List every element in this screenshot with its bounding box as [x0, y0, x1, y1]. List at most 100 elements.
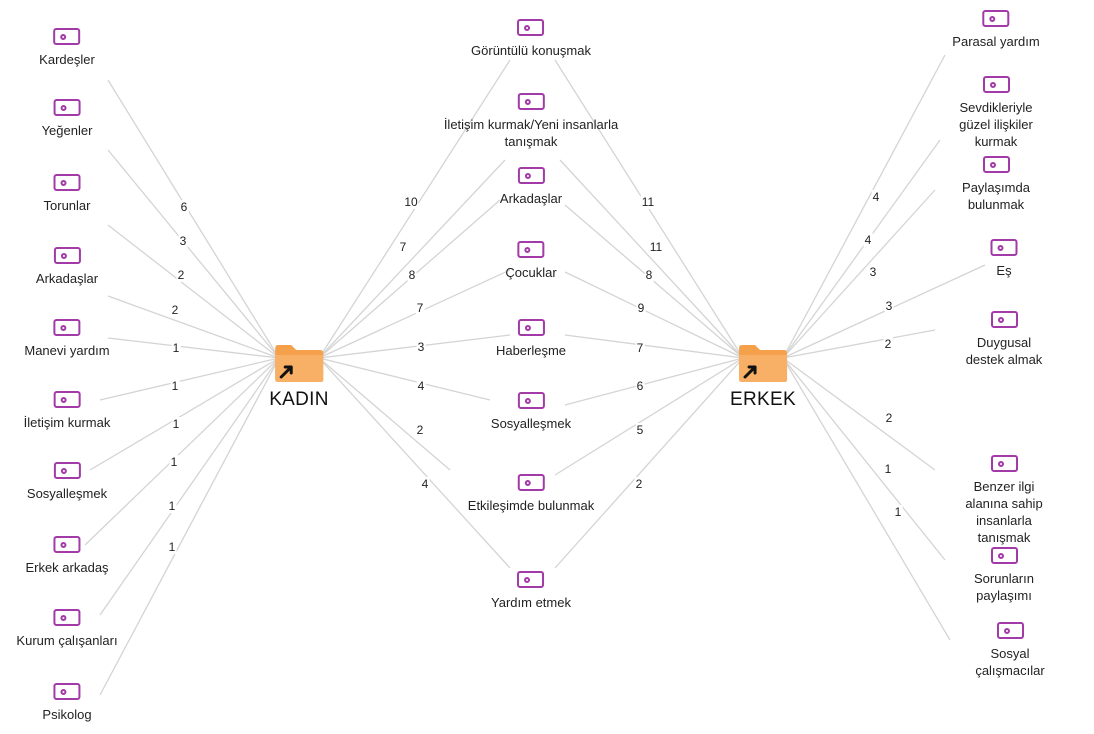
edge-weight-kadin-left: 1 [171, 341, 181, 355]
code-icon [517, 93, 545, 110]
code-node-left-0[interactable]: Kardeşler [39, 28, 95, 68]
code-label: Sosyal çalışmacılar [975, 646, 1045, 678]
code-icon [990, 311, 1018, 328]
edge-weight-kadin-left: 3 [178, 234, 188, 248]
code-icon [517, 571, 545, 588]
edge-erkek-center-1 [559, 159, 744, 359]
edge-kadin-left-5 [99, 357, 280, 401]
code-label: Duygusal destek almak [965, 335, 1043, 367]
edge-weight-kadin-left: 1 [170, 379, 180, 393]
edge-weight-erkek-right: 4 [863, 233, 873, 247]
edge-kadin-left-9 [99, 357, 280, 696]
code-label: Sosyalleşmek [26, 486, 108, 501]
edge-kadin-left-7 [84, 357, 280, 546]
code-node-center-5[interactable]: Sosyalleşmek [491, 392, 571, 432]
code-node-left-4[interactable]: Manevi yardım [24, 319, 110, 359]
code-label: Çocuklar [505, 265, 557, 280]
code-icon [53, 609, 81, 626]
edge-weight-kadin-center: 7 [415, 301, 425, 315]
edge-kadin-left-4 [107, 337, 280, 359]
edge-erkek-center-4 [564, 334, 744, 359]
code-node-right-0[interactable]: Parasal yardım [952, 10, 1040, 50]
code-icon [982, 76, 1010, 93]
edge-weight-erkek-center: 7 [635, 341, 645, 355]
edge-erkek-center-7 [554, 357, 744, 569]
code-node-left-6[interactable]: Sosyalleşmek [27, 462, 107, 502]
edge-weight-kadin-left: 1 [171, 417, 181, 431]
edge-erkek-right-6 [782, 357, 946, 561]
code-node-left-7[interactable]: Erkek arkadaş [25, 536, 109, 576]
code-node-center-6[interactable]: Etkileşimde bulunmak [468, 474, 594, 514]
code-node-left-9[interactable]: Psikolog [42, 683, 92, 723]
edge-kadin-left-8 [99, 357, 280, 616]
edge-erkek-right-0 [782, 54, 946, 359]
code-node-center-4[interactable]: Haberleşme [496, 319, 566, 359]
edge-weight-kadin-center: 4 [420, 477, 430, 491]
edge-weight-kadin-left: 1 [167, 499, 177, 513]
code-label: Eş [996, 263, 1012, 278]
code-node-right-6[interactable]: Sorunların paylaşımı [959, 547, 1049, 604]
code-node-left-5[interactable]: İletişim kurmak [24, 391, 110, 431]
edge-weight-erkek-center: 9 [636, 301, 646, 315]
edge-weight-erkek-right: 3 [884, 299, 894, 313]
code-node-right-7[interactable]: Sosyal çalışmacılar [968, 622, 1052, 679]
code-node-left-1[interactable]: Yeğenler [42, 99, 92, 139]
hub-erkek[interactable]: ERKEK [730, 343, 796, 411]
code-node-left-3[interactable]: Arkadaşlar [36, 247, 98, 287]
code-icon [53, 462, 81, 479]
code-label: Yardım etmek [491, 595, 571, 610]
edge-weight-kadin-center: 4 [416, 379, 426, 393]
code-node-center-7[interactable]: Yardım etmek [491, 571, 571, 611]
code-node-left-8[interactable]: Kurum çalışanları [16, 609, 118, 649]
code-icon [517, 474, 545, 491]
code-node-center-2[interactable]: Arkadaşlar [500, 167, 562, 207]
folder-shortcut-icon [274, 345, 323, 382]
code-node-center-3[interactable]: Çocuklar [505, 241, 557, 281]
edge-erkek-right-2 [782, 189, 936, 359]
edge-weight-kadin-center: 7 [398, 240, 408, 254]
edge-weight-kadin-left: 1 [167, 540, 177, 554]
edge-erkek-center-6 [554, 357, 744, 476]
edge-erkek-center-5 [564, 357, 744, 406]
code-label: Sorunların paylaşımı [974, 571, 1034, 603]
code-node-right-1[interactable]: Sevdikleriyle güzel ilişkiler kurmak [947, 76, 1045, 150]
code-label: Torunlar [43, 198, 91, 213]
edge-kadin-left-6 [89, 357, 280, 471]
code-icon [990, 239, 1018, 256]
code-node-center-1[interactable]: İletişim kurmak/Yeni insanlarla tanışmak [444, 93, 618, 150]
code-icon [990, 547, 1018, 564]
code-icon [53, 536, 81, 553]
edge-erkek-right-5 [782, 357, 936, 471]
edge-kadin-left-3 [107, 295, 280, 359]
code-label: Paylaşımda bulunmak [962, 180, 1030, 212]
edge-weight-erkek-right: 1 [883, 462, 893, 476]
edge-kadin-center-0 [318, 59, 511, 359]
code-icon [517, 319, 545, 336]
code-node-right-3[interactable]: Eş [990, 239, 1018, 279]
code-icon [982, 156, 1010, 173]
edge-erkek-right-3 [782, 264, 986, 359]
code-node-center-0[interactable]: Görüntülü konuşmak [471, 19, 591, 59]
code-icon [53, 683, 81, 700]
edge-weight-kadin-left: 2 [170, 303, 180, 317]
code-node-right-5[interactable]: Benzer ilgi alanına sahip insanlarla tan… [959, 455, 1049, 546]
hub-kadin[interactable]: KADIN [269, 343, 329, 411]
code-label: Görüntülü konuşmak [471, 43, 591, 58]
code-node-right-2[interactable]: Paylaşımda bulunmak [947, 156, 1045, 213]
edge-kadin-center-6 [318, 357, 451, 471]
edge-weight-erkek-center: 2 [634, 477, 644, 491]
code-label: Psikolog [42, 707, 92, 722]
edge-kadin-left-0 [107, 79, 280, 359]
code-icon [53, 28, 81, 45]
code-node-left-2[interactable]: Torunlar [43, 174, 91, 214]
code-label: Etkileşimde bulunmak [467, 498, 595, 513]
edge-weight-erkek-center: 11 [648, 240, 664, 254]
code-node-right-4[interactable]: Duygusal destek almak [959, 311, 1049, 368]
edge-kadin-left-2 [107, 224, 280, 359]
edge-erkek-right-4 [782, 329, 936, 359]
edge-erkek-center-0 [554, 59, 744, 359]
code-icon [53, 247, 81, 264]
code-icon [53, 174, 81, 191]
edge-weight-kadin-center: 2 [415, 423, 425, 437]
